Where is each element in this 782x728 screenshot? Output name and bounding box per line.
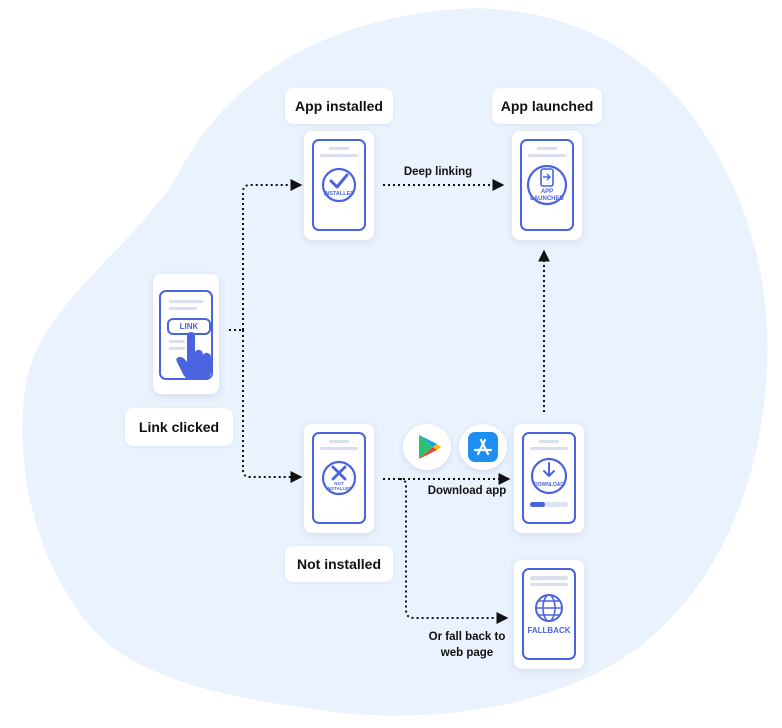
google-play-icon (403, 424, 451, 470)
fallback-card: FALLBACK (514, 560, 584, 669)
label-download-app: Download app (427, 485, 507, 497)
connector-fallback (399, 478, 509, 624)
label-fallback-line1: Or fall back to (428, 631, 506, 643)
download-progress-track (530, 502, 568, 507)
phone-fallback: FALLBACK (522, 568, 576, 660)
download-progress-fill (530, 502, 546, 507)
download-card: DOWNLOAD (514, 424, 584, 533)
label-fallback-line2: web page (440, 647, 494, 659)
installed-text: INSTALLED (324, 191, 354, 197)
connector-to-not-installed (242, 330, 303, 483)
not-installed-card: NOT INSTALLED (304, 424, 374, 533)
link-clicked-card: LINK (153, 274, 219, 394)
app-store-icon (459, 424, 507, 470)
installed-card: INSTALLED (304, 131, 374, 240)
hand-pointer-icon (176, 332, 211, 380)
label-deep-linking: Deep linking (403, 166, 473, 178)
app-text: APP (541, 189, 553, 195)
label-app-installed: App installed (285, 88, 393, 124)
download-icon: DOWNLOAD (530, 457, 568, 495)
phone-installed: INSTALLED (312, 139, 366, 231)
phone-app-launched: APP LAUNCHED (520, 139, 574, 231)
label-not-installed: Not installed (285, 546, 393, 582)
cross-icon: NOT INSTALLED (321, 460, 357, 496)
check-icon: INSTALLED (321, 167, 357, 203)
phone-download: DOWNLOAD (522, 432, 576, 524)
connector-to-installed (242, 179, 303, 330)
label-fallback: Or fall back to web page (418, 629, 516, 661)
label-app-launched: App launched (492, 88, 602, 124)
phone-not-installed: NOT INSTALLED (312, 432, 366, 524)
download-text: DOWNLOAD (534, 482, 564, 488)
globe-icon: FALLBACK (527, 594, 571, 635)
launch-icon: APP LAUNCHED (526, 164, 568, 206)
not-text: NOT (334, 481, 344, 486)
fallback-text: FALLBACK (527, 626, 570, 635)
app-launched-card: APP LAUNCHED (512, 131, 582, 240)
installed-text-2: INSTALLED (327, 486, 353, 491)
label-link-clicked: Link clicked (125, 408, 233, 446)
launched-text: LAUNCHED (530, 196, 564, 202)
